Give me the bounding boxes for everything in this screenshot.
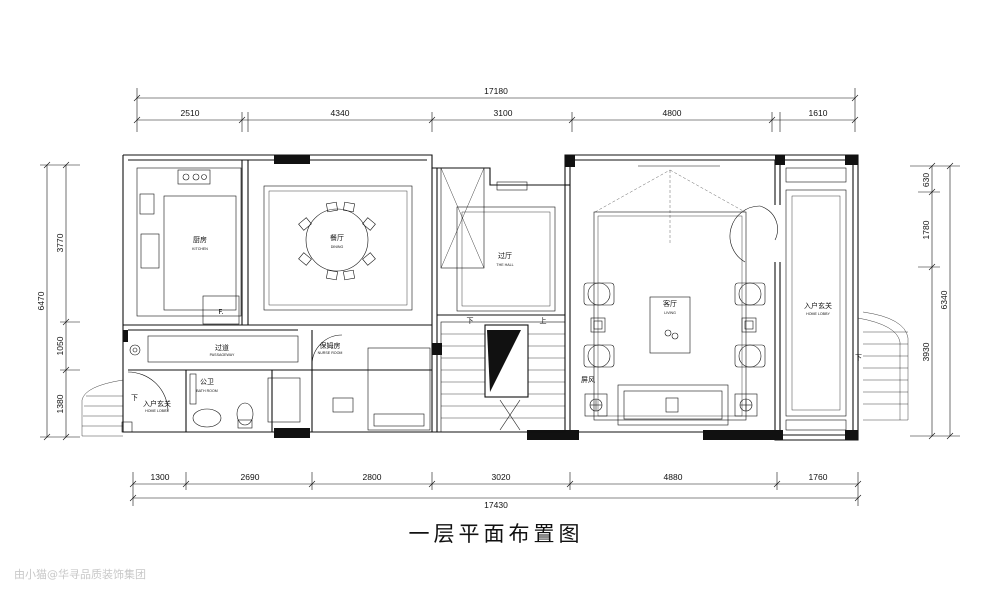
dimension-bottom: 1300 2690 2800 3020 4880 1760 17430 xyxy=(129,472,862,510)
dim-right-2: 1780 xyxy=(921,220,931,239)
toilet xyxy=(236,402,254,426)
kitchen: F. 厨房 KITCHEN xyxy=(136,167,242,325)
nurse-room: 保姆房 NURSE ROOM xyxy=(311,334,431,431)
stairs-left xyxy=(81,379,124,437)
dining-label: 餐厅 xyxy=(330,233,344,242)
stairs-center: 下 上 xyxy=(440,316,566,433)
drawing-title: 一层平面布置图 xyxy=(409,522,584,546)
stove xyxy=(177,169,211,185)
dim-left-3: 1380 xyxy=(55,394,65,413)
basin xyxy=(192,408,222,428)
dim-bottom-1: 1300 xyxy=(151,472,170,482)
living: 客厅 LIVING 屏风 xyxy=(581,165,778,426)
dim-right-3: 3930 xyxy=(921,342,931,361)
walls xyxy=(122,154,859,441)
bed xyxy=(367,347,431,431)
kitchen-label-en: KITCHEN xyxy=(192,247,208,251)
dining: 餐厅 DINING xyxy=(263,185,413,311)
fridge-label: F. xyxy=(218,308,223,316)
dim-top-1: 2510 xyxy=(181,108,200,118)
dim-bottom-total: 17430 xyxy=(484,500,508,510)
dim-top-2: 4340 xyxy=(331,108,350,118)
dim-left-2: 1050 xyxy=(55,336,65,355)
bath-label: 公卫 xyxy=(200,378,214,386)
fridge-box xyxy=(202,295,240,325)
dimension-top: 17180 2510 4340 3100 4800 1610 xyxy=(133,86,859,132)
columns xyxy=(123,155,858,440)
lobby-right-label-en: HOME LOBBY xyxy=(806,312,830,316)
sofa xyxy=(617,384,729,426)
dining-label-en: DINING xyxy=(331,245,344,249)
nurse-label-en: NURSE ROOM xyxy=(318,351,343,355)
stair-left-down: 下 xyxy=(131,394,138,402)
dim-top-4: 4800 xyxy=(663,108,682,118)
bath: 公卫 BATH ROOM xyxy=(189,373,301,429)
lobby-left-label-en: HOME LOBBY xyxy=(145,409,169,413)
lobby-left-label: 入户玄关 xyxy=(143,399,171,408)
kitchen-label: 厨房 xyxy=(193,235,207,244)
dim-right-total: 6340 xyxy=(939,290,949,309)
living-label: 客厅 xyxy=(663,299,677,308)
dim-left-total: 6470 xyxy=(36,291,46,310)
dim-top-5: 1610 xyxy=(809,108,828,118)
dimension-right: 630 1780 3930 6340 xyxy=(910,162,960,440)
dim-bottom-4: 3020 xyxy=(492,472,511,482)
stair-right-down: 下 xyxy=(855,354,862,362)
dimension-left: 6470 3770 1050 1380 xyxy=(36,161,80,441)
dim-bottom-2: 2690 xyxy=(241,472,260,482)
dim-bottom-5: 4880 xyxy=(664,472,683,482)
dim-bottom-6: 1760 xyxy=(809,472,828,482)
passage: 过道 PASSAGEWAY xyxy=(129,335,299,363)
lobby-right-label: 入户玄关 xyxy=(804,301,832,310)
stair-down-label: 下 xyxy=(467,317,474,325)
passage-label-en: PASSAGEWAY xyxy=(210,353,235,357)
dim-right-1: 630 xyxy=(921,173,931,187)
dim-left-1: 3770 xyxy=(55,233,65,252)
nurse-label: 保姆房 xyxy=(320,341,341,350)
dining-table xyxy=(305,208,369,272)
lobby-left: 下 入户玄关 HOME LOBBY xyxy=(81,371,171,437)
stair-up-label: 上 xyxy=(540,316,547,325)
hall: 过厅 THE HALL xyxy=(440,167,556,312)
watermark: 由小猫@华寻品质装饰集团 xyxy=(14,567,146,581)
hall-label-en: THE HALL xyxy=(496,263,513,267)
lobby-right: 入户玄关 HOME LOBBY 下 xyxy=(785,167,909,431)
living-armchairs xyxy=(583,282,766,368)
dim-bottom-3: 2800 xyxy=(363,472,382,482)
screen-label: 屏风 xyxy=(581,376,595,384)
dim-top-total: 17180 xyxy=(484,86,508,96)
sink xyxy=(140,233,160,269)
stairs-right xyxy=(857,311,909,421)
passage-label: 过道 xyxy=(215,343,229,352)
dim-top-3: 3100 xyxy=(494,108,513,118)
side-tables xyxy=(584,393,758,417)
dining-chairs xyxy=(298,201,376,281)
hall-label: 过厅 xyxy=(498,251,512,260)
bath-label-en: BATH ROOM xyxy=(196,389,218,393)
living-label-en: LIVING xyxy=(664,311,676,315)
